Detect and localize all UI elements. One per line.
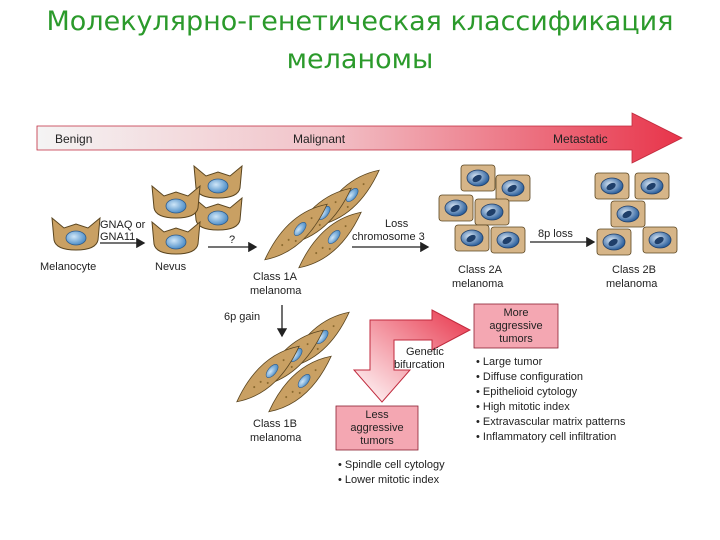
label-6p-gain: 6p gain	[224, 311, 260, 323]
label-class1b-sub: melanoma	[250, 432, 302, 444]
label-class2b-sub: melanoma	[606, 278, 658, 290]
label-class2a: Class 2A	[458, 264, 503, 276]
less-line-3: tumors	[360, 435, 394, 447]
class2b-cells	[594, 172, 678, 256]
label-loss: Loss	[385, 218, 409, 230]
title-line-1: Молекулярно-генетическая классификация	[46, 6, 674, 37]
label-benign: Benign	[55, 132, 92, 146]
more-feature-2: • Diffuse configuration	[476, 371, 583, 383]
label-8p-loss: 8p loss	[538, 228, 573, 240]
label-bifurcation: bifurcation	[394, 359, 445, 371]
class2a-cells	[438, 164, 531, 254]
more-feature-4: • High mitotic index	[476, 401, 570, 413]
more-feature-1: • Large tumor	[476, 356, 543, 368]
label-genetic: Genetic	[406, 346, 444, 358]
less-features-list: • Spindle cell cytology • Lower mitotic …	[338, 459, 445, 486]
title-line-2: меланомы	[286, 44, 434, 75]
label-class1a: Class 1A	[253, 271, 298, 283]
progression-arrow	[36, 112, 683, 164]
label-melanocyte: Melanocyte	[40, 261, 96, 273]
label-gnaq: GNAQ or	[100, 219, 146, 231]
more-feature-5: • Extravascular matrix patterns	[476, 416, 626, 428]
less-line-2: aggressive	[350, 422, 403, 434]
more-line-3: tumors	[499, 333, 533, 345]
more-features-list: • Large tumor • Diffuse configuration • …	[476, 356, 626, 443]
class1a-cells	[253, 167, 391, 271]
melanocyte-cell	[51, 217, 101, 251]
label-question: ?	[229, 234, 235, 246]
more-line-2: aggressive	[489, 320, 542, 332]
less-feature-2: • Lower mitotic index	[338, 474, 440, 486]
label-class1b: Class 1B	[253, 418, 297, 430]
label-chromosome3: chromosome 3	[352, 231, 425, 243]
more-aggressive-box	[473, 303, 559, 349]
label-nevus: Nevus	[155, 261, 187, 273]
class1b-cells	[225, 309, 361, 415]
label-class2b: Class 2B	[612, 264, 656, 276]
more-feature-6: • Inflammatory cell infiltration	[476, 431, 616, 443]
label-malignant: Malignant	[293, 132, 346, 146]
less-aggressive-box	[335, 405, 419, 451]
label-class1a-sub: melanoma	[250, 285, 302, 297]
less-line-1: Less	[365, 409, 389, 421]
less-feature-1: • Spindle cell cytology	[338, 459, 445, 471]
more-line-1: More	[503, 307, 528, 319]
bifurcation-arrow	[352, 309, 472, 403]
more-feature-3: • Epithelioid cytology	[476, 386, 578, 398]
label-gna11: GNA11	[100, 231, 135, 243]
label-class2a-sub: melanoma	[452, 278, 504, 290]
label-metastatic: Metastatic	[553, 132, 608, 146]
